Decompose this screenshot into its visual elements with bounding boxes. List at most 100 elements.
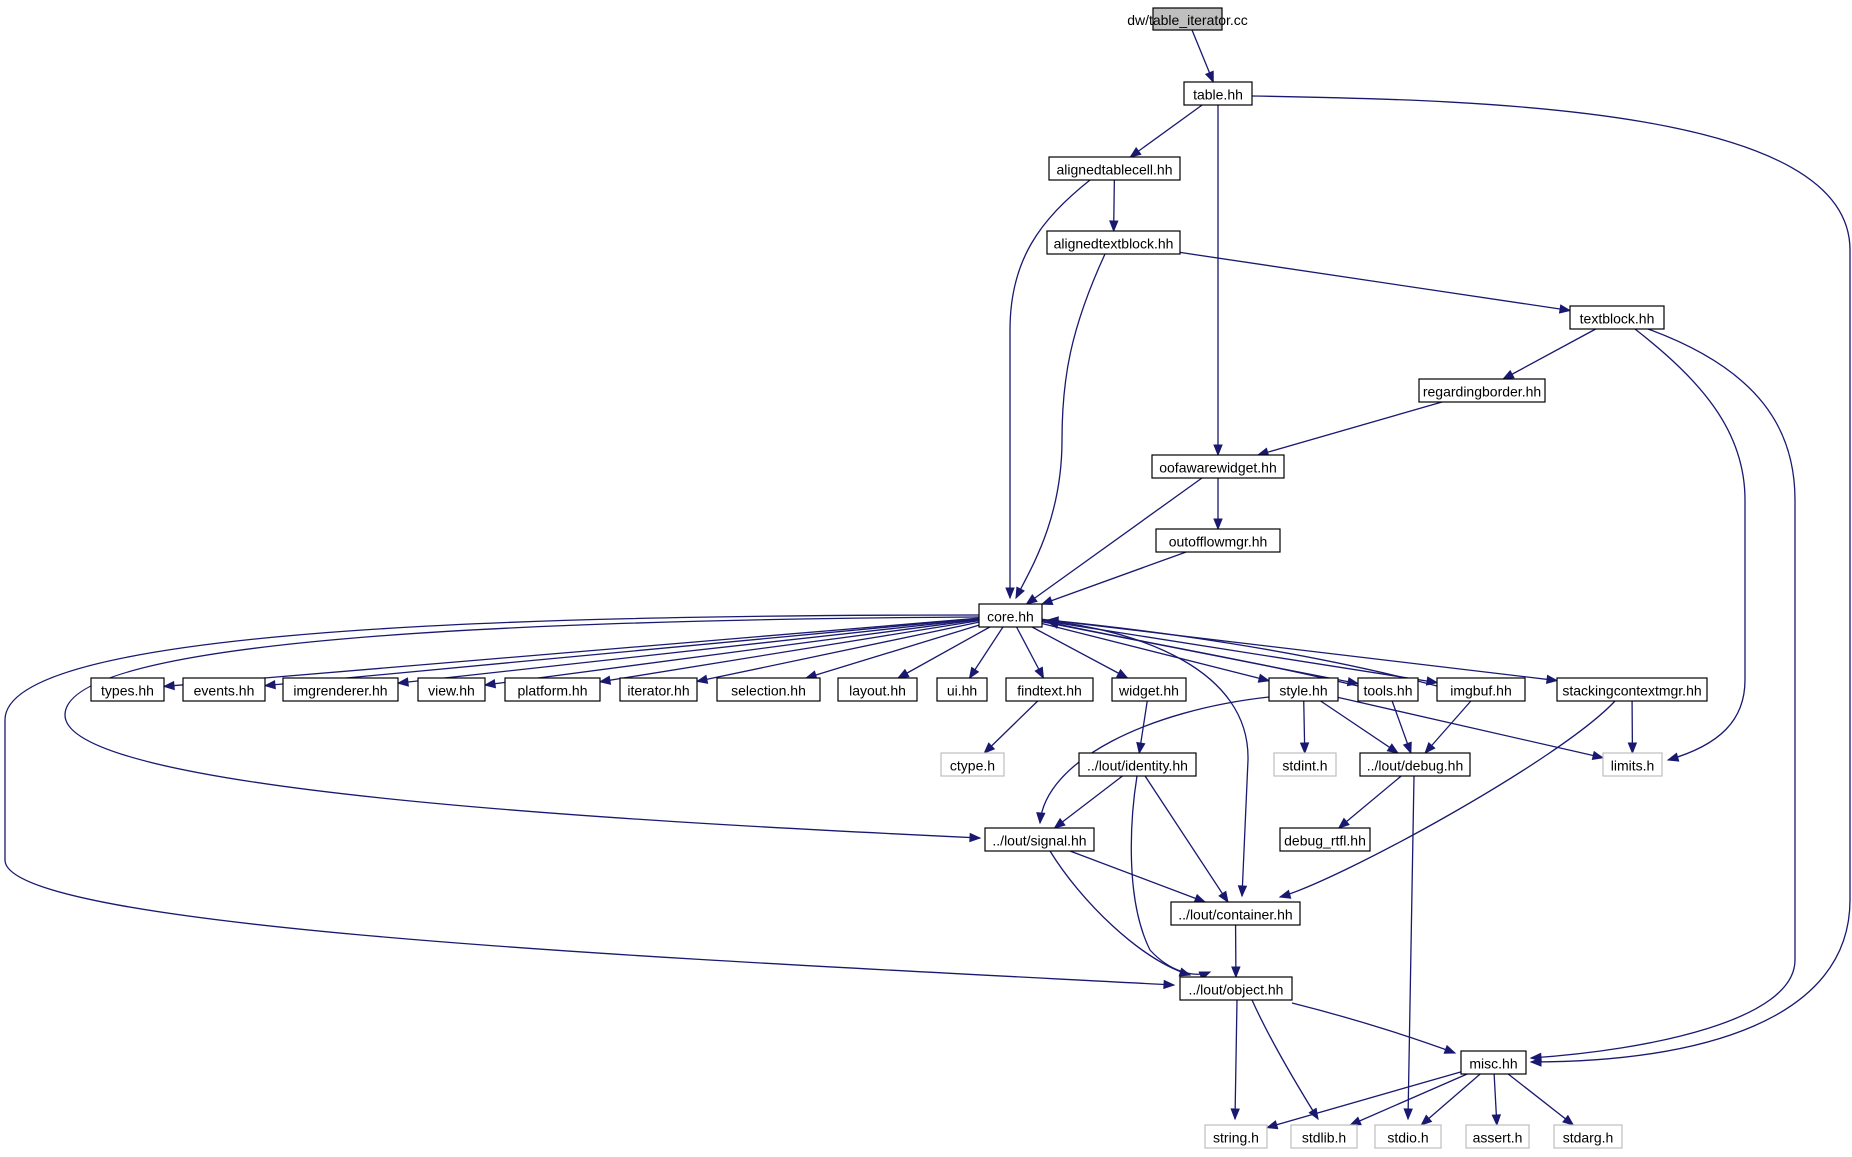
edge-alignedtextblock-to-core bbox=[1015, 253, 1106, 600]
node-box bbox=[1048, 156, 1181, 181]
edge-signal-to-object bbox=[1049, 850, 1192, 977]
node-box bbox=[1078, 752, 1197, 777]
node-box bbox=[1602, 752, 1663, 777]
edge-core-to-layout bbox=[896, 626, 991, 679]
edge-imgbuf-to-debug bbox=[1424, 700, 1472, 755]
node-identity[interactable]: ../lout/identity.hh bbox=[1078, 752, 1197, 777]
node-imgbuf[interactable]: imgbuf.hh bbox=[1436, 677, 1526, 702]
node-core[interactable]: core.hh bbox=[978, 603, 1043, 628]
edge-object-to-string bbox=[1230, 999, 1240, 1121]
node-box bbox=[1569, 305, 1665, 330]
edge-alignedtablecell-to-alignedtextblock bbox=[1109, 179, 1119, 233]
edge-core-to-signal bbox=[64, 616, 982, 843]
edge-core-to-ui bbox=[968, 626, 1004, 680]
edge-regardingborder-to-oofawarewidget bbox=[1256, 401, 1443, 457]
node-box bbox=[1155, 528, 1281, 553]
edge-core-to-object bbox=[4, 614, 1176, 990]
node-stdlib: stdlib.h bbox=[1290, 1124, 1358, 1149]
node-box bbox=[1179, 976, 1293, 1001]
node-misc[interactable]: misc.hh bbox=[1460, 1050, 1527, 1075]
node-platform[interactable]: platform.hh bbox=[504, 677, 601, 702]
node-debug[interactable]: ../lout/debug.hh bbox=[1359, 752, 1471, 777]
node-label: stdlib.h bbox=[1302, 1130, 1346, 1146]
node-debug_rtfl[interactable]: debug_rtfl.hh bbox=[1279, 827, 1371, 852]
node-label: ../lout/object.hh bbox=[1189, 982, 1284, 998]
node-selection[interactable]: selection.hh bbox=[716, 677, 821, 702]
edge-findtext-to-ctype bbox=[983, 700, 1039, 754]
edge-identity-to-container bbox=[1144, 775, 1229, 904]
node-box bbox=[1273, 752, 1337, 777]
edge-core-to-style bbox=[1041, 622, 1271, 683]
node-label: misc.hh bbox=[1469, 1056, 1517, 1072]
node-imgrenderer[interactable]: imgrenderer.hh bbox=[282, 677, 399, 702]
node-label: ../lout/signal.hh bbox=[992, 833, 1086, 849]
node-box bbox=[1204, 1124, 1268, 1149]
edge-core-to-iterator bbox=[695, 621, 980, 684]
node-signal[interactable]: ../lout/signal.hh bbox=[984, 827, 1095, 852]
node-findtext[interactable]: findtext.hh bbox=[1005, 677, 1094, 702]
node-label: imgrenderer.hh bbox=[293, 683, 387, 699]
node-widget[interactable]: widget.hh bbox=[1111, 677, 1187, 702]
node-box bbox=[1170, 901, 1301, 926]
edge-signal-to-container bbox=[1069, 850, 1207, 903]
node-types[interactable]: types.hh bbox=[90, 677, 165, 702]
node-label: selection.hh bbox=[731, 683, 806, 699]
node-box bbox=[1556, 677, 1708, 702]
edge-core-to-view bbox=[483, 619, 980, 689]
node-stackingcontextmgr[interactable]: stackingcontextmgr.hh bbox=[1556, 677, 1708, 702]
node-view[interactable]: view.hh bbox=[417, 677, 486, 702]
node-label: string.h bbox=[1213, 1130, 1259, 1146]
edge-textblock-to-limits bbox=[1634, 328, 1746, 762]
node-label: findtext.hh bbox=[1017, 683, 1082, 699]
edge-misc-to-stdio bbox=[1420, 1073, 1481, 1126]
edges-layer bbox=[4, 29, 1851, 1130]
node-label: regardingborder.hh bbox=[1423, 384, 1541, 400]
edge-misc-to-stdarg bbox=[1507, 1073, 1575, 1126]
node-label: stdint.h bbox=[1282, 758, 1327, 774]
node-oofawarewidget[interactable]: oofawarewidget.hh bbox=[1151, 454, 1285, 479]
node-label: iterator.hh bbox=[627, 683, 689, 699]
edge-tools-to-debug bbox=[1391, 700, 1412, 755]
node-container[interactable]: ../lout/container.hh bbox=[1170, 901, 1301, 926]
node-box bbox=[1359, 752, 1471, 777]
node-root[interactable]: dw/table_iterator.cc bbox=[1127, 7, 1248, 31]
edge-textblock-to-regardingborder bbox=[1502, 328, 1597, 380]
node-label: assert.h bbox=[1473, 1130, 1523, 1146]
edge-tools-to-core bbox=[1046, 619, 1359, 687]
node-assert: assert.h bbox=[1465, 1124, 1530, 1149]
node-label: layout.hh bbox=[849, 683, 906, 699]
edge-misc-to-assert bbox=[1491, 1073, 1502, 1127]
node-box bbox=[837, 677, 918, 702]
edge-core-to-platform bbox=[598, 619, 980, 685]
node-label: tools.hh bbox=[1363, 683, 1412, 699]
node-textblock[interactable]: textblock.hh bbox=[1569, 305, 1665, 330]
node-box bbox=[619, 677, 698, 702]
node-limits: limits.h bbox=[1602, 752, 1663, 777]
node-iterator[interactable]: iterator.hh bbox=[619, 677, 698, 702]
edge-debug-to-stdio bbox=[1403, 775, 1415, 1121]
node-layout[interactable]: layout.hh bbox=[837, 677, 918, 702]
node-events[interactable]: events.hh bbox=[182, 677, 266, 702]
node-object[interactable]: ../lout/object.hh bbox=[1179, 976, 1293, 1001]
node-table[interactable]: table.hh bbox=[1183, 81, 1253, 106]
node-box bbox=[978, 603, 1043, 628]
edge-core-to-events bbox=[263, 617, 980, 690]
node-ui[interactable]: ui.hh bbox=[936, 677, 988, 702]
node-label: platform.hh bbox=[517, 683, 587, 699]
node-label: table.hh bbox=[1193, 87, 1243, 103]
node-regardingborder[interactable]: regardingborder.hh bbox=[1418, 378, 1546, 403]
node-style[interactable]: style.hh bbox=[1268, 677, 1339, 702]
edge-alignedtablecell-to-core bbox=[1005, 179, 1091, 600]
edge-misc-to-string bbox=[1265, 1071, 1462, 1130]
node-tools[interactable]: tools.hh bbox=[1357, 677, 1419, 702]
edge-core-to-imgrenderer bbox=[396, 618, 980, 687]
node-box bbox=[984, 827, 1095, 852]
node-box bbox=[1418, 378, 1546, 403]
node-label: alignedtablecell.hh bbox=[1057, 162, 1173, 178]
edge-oofawarewidget-to-core bbox=[1025, 477, 1203, 605]
node-outofflowmgr[interactable]: outofflowmgr.hh bbox=[1155, 528, 1281, 553]
node-alignedtablecell[interactable]: alignedtablecell.hh bbox=[1048, 156, 1181, 181]
node-alignedtextblock[interactable]: alignedtextblock.hh bbox=[1046, 230, 1181, 255]
